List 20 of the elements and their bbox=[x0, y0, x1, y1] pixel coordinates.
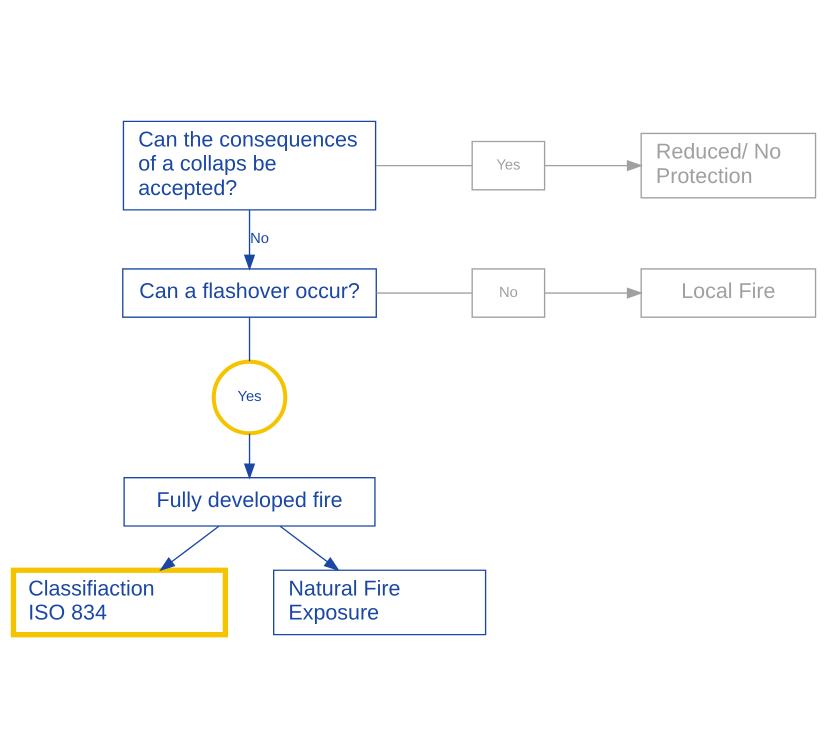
arrow bbox=[544, 287, 643, 299]
arrow bbox=[159, 526, 220, 572]
node-box: Fully developed fire bbox=[123, 477, 376, 527]
arrow bbox=[544, 160, 643, 172]
node-box: Can the consequences of a collaps be accepted? bbox=[122, 120, 376, 211]
arrow bbox=[244, 434, 256, 480]
connector bbox=[376, 292, 472, 294]
node-box: No bbox=[472, 268, 546, 318]
node-box: Local Fire bbox=[640, 268, 816, 318]
node-box: Can a flashover occur? bbox=[122, 268, 377, 318]
node-box: Classifiaction ISO 834 bbox=[10, 568, 228, 638]
edge-label: No bbox=[250, 231, 270, 248]
connector bbox=[376, 164, 472, 166]
arrow bbox=[244, 210, 256, 271]
node-circle: Yes bbox=[212, 360, 288, 436]
arrow bbox=[280, 526, 340, 572]
node-box: Reduced/ No Protection bbox=[640, 132, 816, 198]
connector bbox=[248, 317, 250, 362]
node-box: Natural Fire Exposure bbox=[273, 570, 486, 636]
node-box: Yes bbox=[472, 140, 546, 190]
